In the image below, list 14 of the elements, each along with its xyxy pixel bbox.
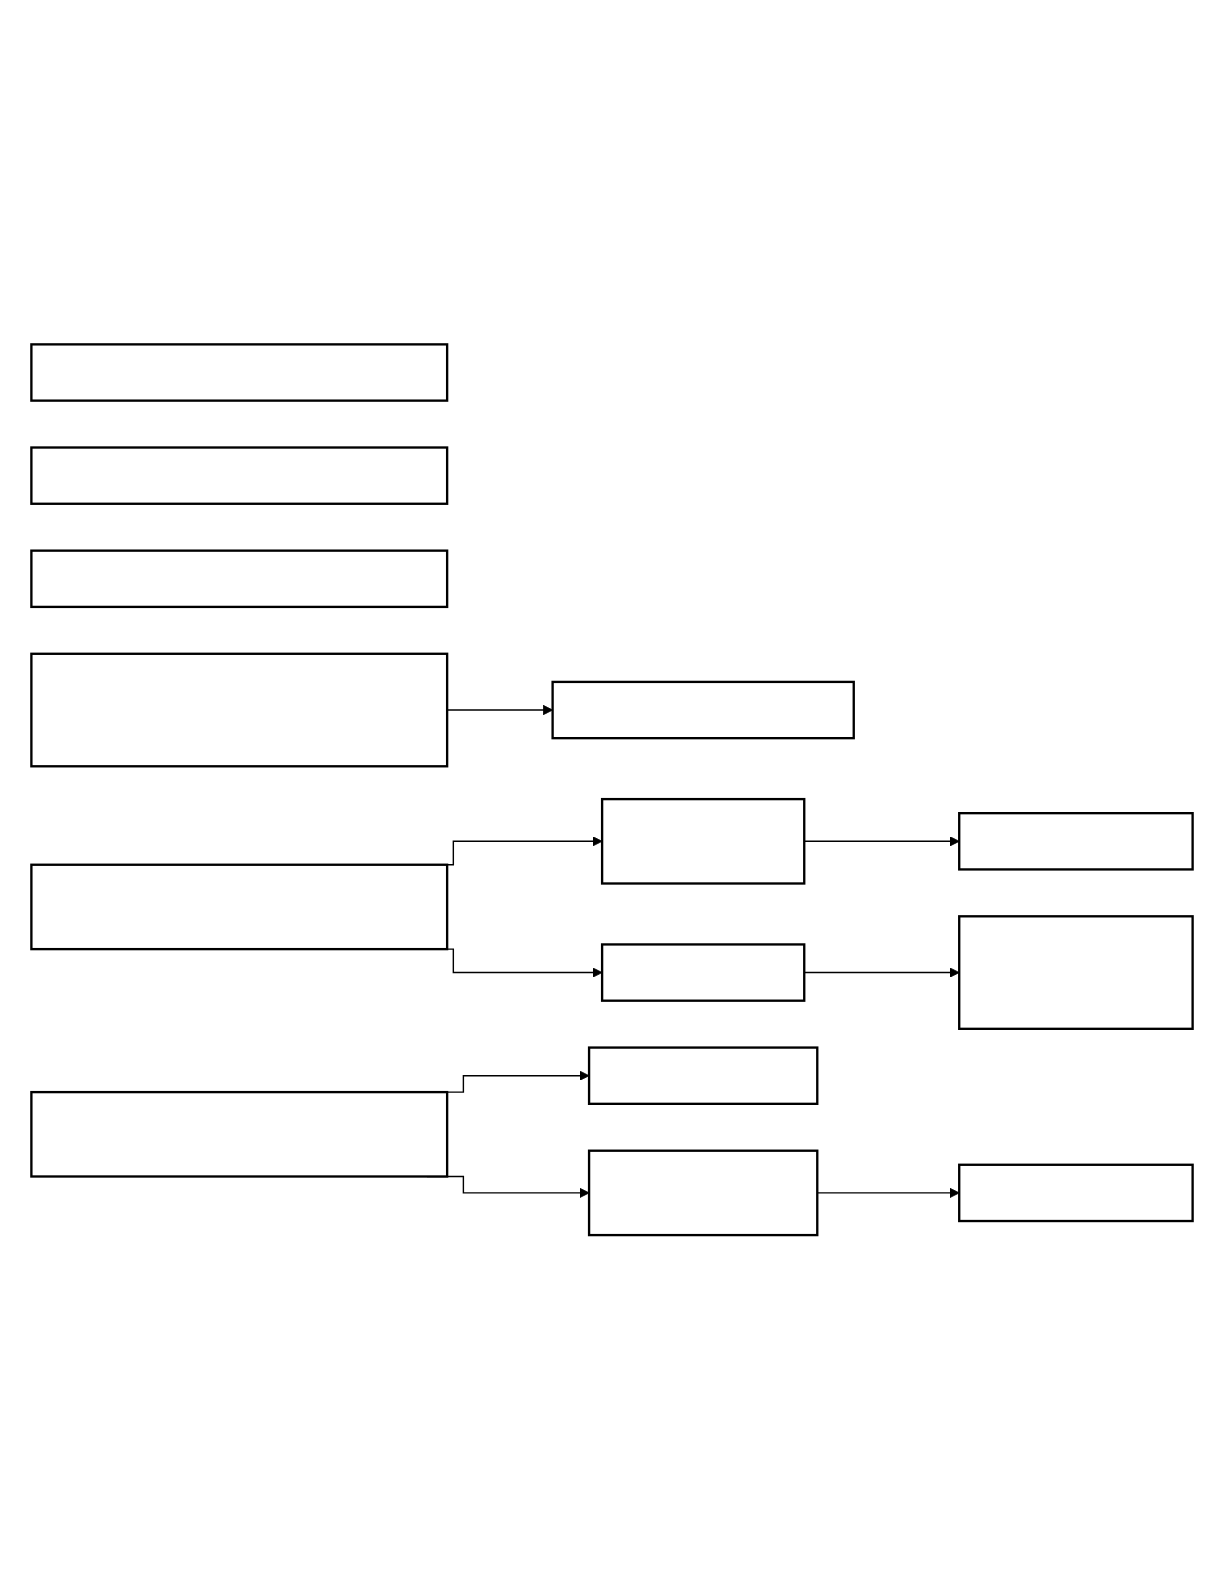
node-box — [30, 863, 449, 951]
node-box — [587, 1149, 819, 1237]
node-box — [30, 343, 449, 403]
node-box — [551, 681, 855, 740]
node-box — [587, 1046, 819, 1106]
node-box — [958, 812, 1194, 871]
node-box — [30, 549, 449, 609]
node-box — [958, 915, 1194, 1031]
node-box — [600, 798, 806, 885]
node-box — [30, 446, 449, 506]
node-box — [30, 1091, 449, 1178]
node-box — [958, 1163, 1194, 1223]
node-box — [30, 652, 449, 768]
node-box — [600, 943, 806, 1003]
